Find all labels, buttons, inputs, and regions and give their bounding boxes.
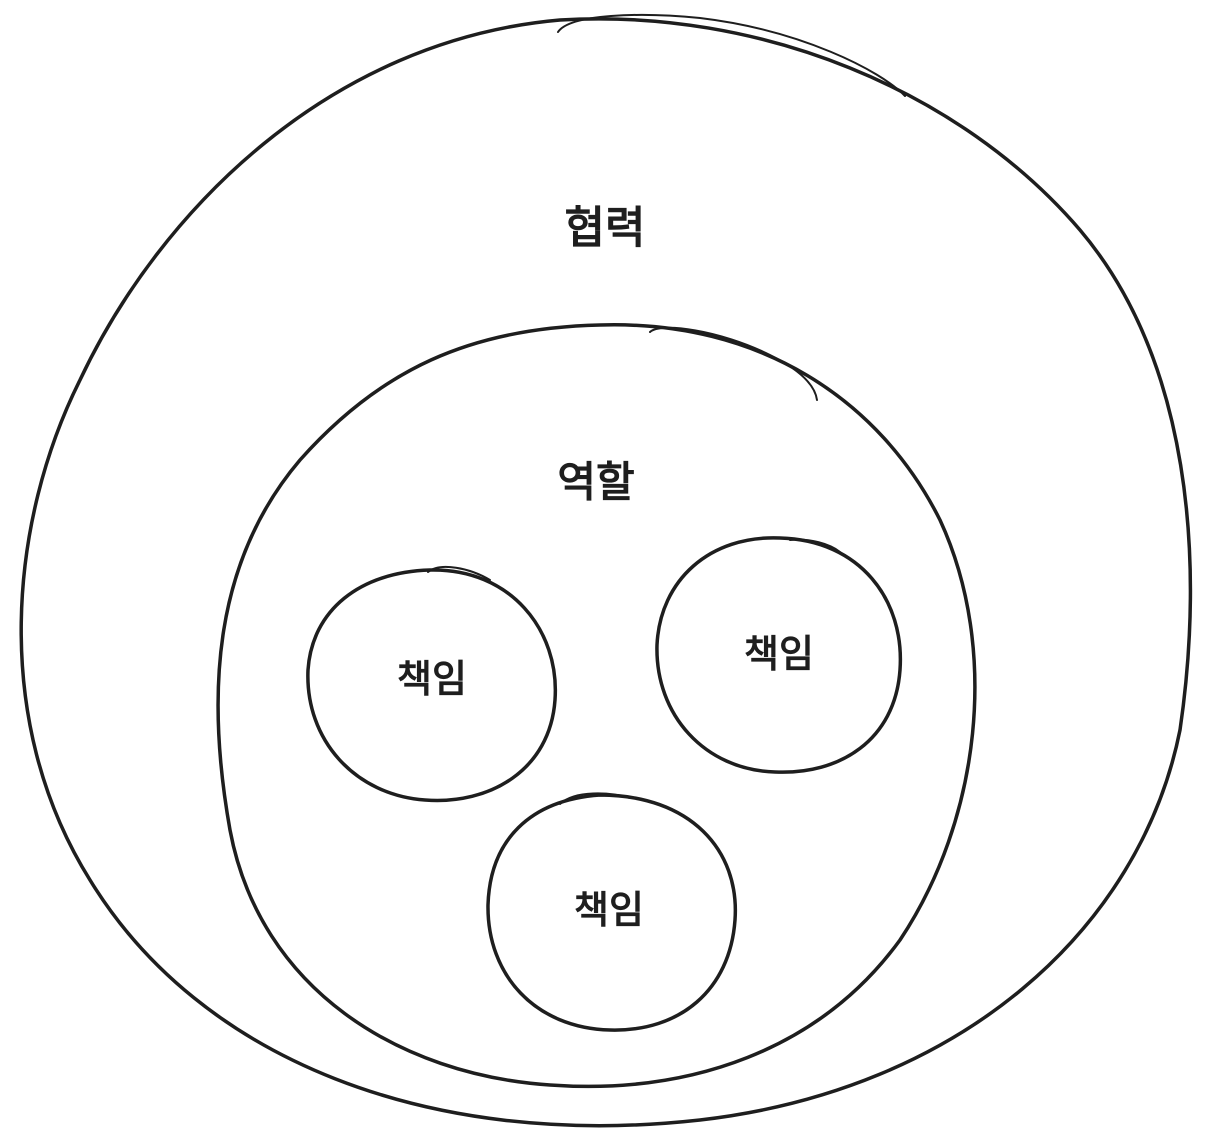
role-label: 역할: [557, 458, 634, 507]
responsibility-label-right: 책임: [744, 632, 814, 676]
responsibility-circle-left: [306, 565, 558, 803]
collaboration-label: 협력: [565, 203, 646, 254]
responsibility-circle-right: [655, 536, 903, 774]
responsibility-label-bottom: 책임: [574, 888, 644, 932]
role-circle: [216, 323, 977, 1089]
responsibility-circle-bottom: [486, 792, 738, 1032]
collaboration-circle: [19, 13, 1193, 1128]
responsibility-label-left: 책임: [397, 657, 467, 701]
